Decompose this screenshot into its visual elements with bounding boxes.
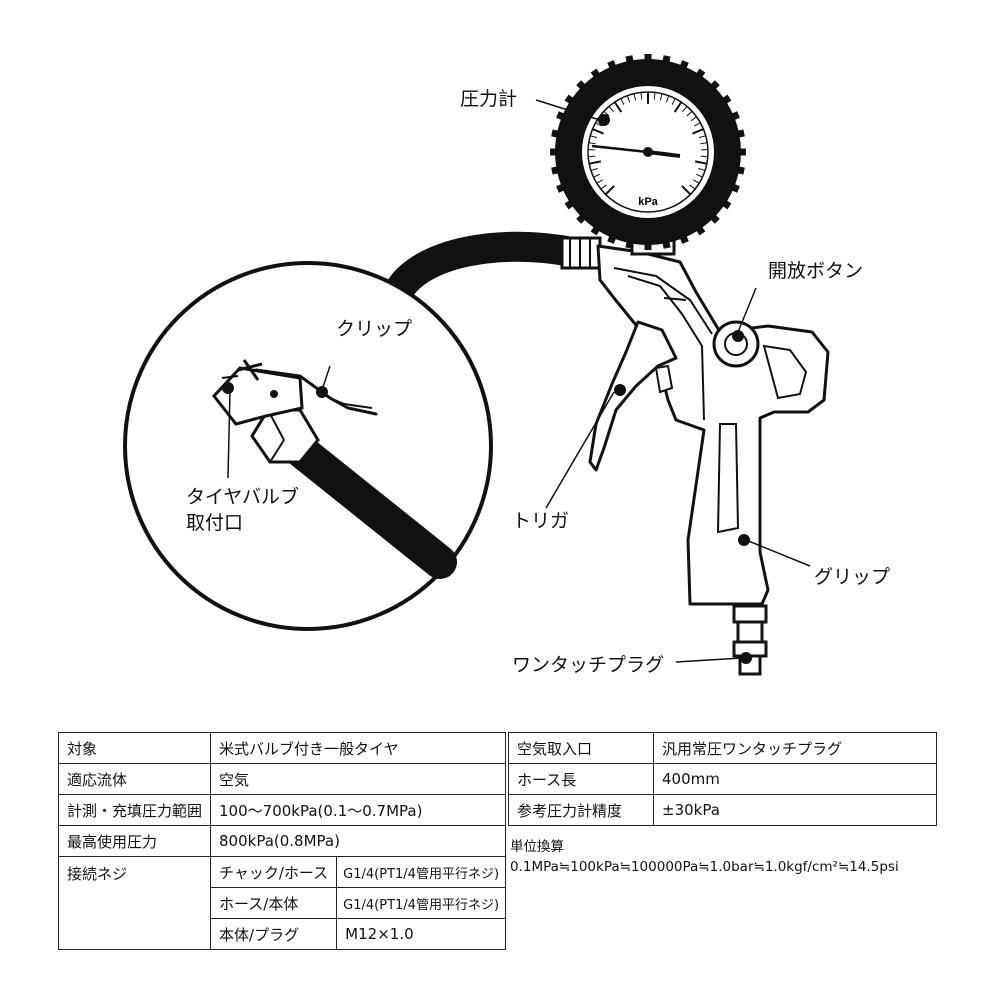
chuck-clip bbox=[237, 359, 378, 416]
callout-valve-fitting-line1: タイヤバルブ bbox=[186, 486, 300, 508]
dial-tick bbox=[590, 135, 598, 139]
callout-grip: グリップ bbox=[814, 566, 891, 588]
dial-tick bbox=[588, 160, 602, 165]
air-hose bbox=[383, 231, 587, 307]
valve-chuck bbox=[212, 366, 304, 426]
dial-tick bbox=[596, 179, 604, 184]
chuck-zoom-circle bbox=[123, 261, 493, 631]
dial-tick bbox=[592, 128, 605, 135]
dial-tick bbox=[690, 116, 697, 122]
spec-value: 800kPa(0.8MPa) bbox=[210, 825, 507, 857]
dial-tick bbox=[588, 155, 596, 158]
dial-tick bbox=[695, 173, 703, 178]
unit-conversion-formula: 0.1MPa≒100kPa≒100000Pa≒1.0bar≒1.0kgf/cm²… bbox=[510, 858, 899, 875]
dial-tick bbox=[595, 122, 603, 127]
callout-trigger: トリガ bbox=[512, 510, 570, 532]
spec-label: 参考圧力計精度 bbox=[508, 794, 654, 826]
dial-tick bbox=[593, 173, 601, 178]
dial-tick bbox=[698, 135, 706, 139]
callout-dots bbox=[222, 114, 752, 664]
thread-part: ホース/本体 bbox=[210, 887, 338, 919]
callout-leaders bbox=[227, 99, 811, 663]
dial-tick bbox=[653, 92, 656, 100]
dial-tick bbox=[626, 95, 631, 103]
dial-tick bbox=[640, 92, 643, 100]
spec-row: 対象 米式バルブ付き一般タイヤ bbox=[57, 732, 507, 764]
callout-release-button: 開放ボタン bbox=[768, 260, 864, 282]
spec-value: 400mm bbox=[653, 763, 937, 795]
dial-tick bbox=[694, 160, 708, 165]
spec-value: 汎用常圧ワンタッチプラグ bbox=[653, 732, 937, 764]
dial-tick bbox=[613, 101, 623, 113]
dial-tick bbox=[633, 93, 637, 101]
trigger bbox=[588, 320, 678, 472]
dial-tick bbox=[603, 110, 610, 117]
release-button bbox=[712, 320, 760, 368]
pressure-gauge: kPa bbox=[550, 54, 746, 250]
spec-label: 適応流体 bbox=[57, 763, 212, 795]
dial-tick bbox=[693, 122, 701, 127]
dial-tick bbox=[671, 98, 676, 106]
spec-value: 米式バルブ付き一般タイヤ bbox=[210, 732, 507, 764]
gauge-needle bbox=[591, 144, 649, 154]
spec-row: 本体/プラグ M12×1.0 bbox=[59, 918, 507, 950]
spec-value: 100〜700kPa(0.1〜0.7MPa) bbox=[210, 794, 507, 826]
dial-tick bbox=[673, 101, 683, 113]
thread-value: G1/4(PT1/4管用平行ネジ) bbox=[336, 887, 507, 919]
dial-tick bbox=[692, 179, 700, 184]
spec-row: ホース長 400mm bbox=[508, 763, 937, 795]
gauge-unit-label: kPa bbox=[638, 196, 658, 208]
spec-row: 適応流体 空気 bbox=[57, 763, 507, 795]
dial-tick bbox=[608, 106, 614, 113]
spec-table-right: 空気取入口 汎用常圧ワンタッチプラグ ホース長 400mm 参考圧力計精度 ±3… bbox=[508, 732, 937, 826]
dial-tick bbox=[604, 185, 615, 196]
spec-table-left: 対象 米式バルブ付き一般タイヤ 適応流体 空気 計測・充填圧力範囲 100〜70… bbox=[57, 732, 507, 950]
dial-tick bbox=[590, 167, 598, 172]
spec-row: 接続ネジ チャック/ホース G1/4(PT1/4管用平行ネジ) bbox=[57, 856, 507, 950]
thread-part: 本体/プラグ bbox=[210, 918, 338, 950]
dial-tick bbox=[686, 110, 693, 117]
dial-tick bbox=[691, 128, 704, 135]
spec-label: 接続ネジ bbox=[57, 856, 212, 950]
spec-label: 空気取入口 bbox=[508, 732, 654, 764]
tire-inflator-illustration: kPa bbox=[123, 54, 830, 676]
callout-pressure-gauge: 圧力計 bbox=[460, 88, 518, 110]
one-touch-plug bbox=[732, 604, 768, 676]
gauge-dial-ticks bbox=[588, 92, 708, 196]
thread-part: チャック/ホース bbox=[210, 856, 338, 888]
dial-tick bbox=[700, 142, 708, 145]
dial-tick bbox=[698, 167, 706, 172]
spec-label: ホース長 bbox=[508, 763, 654, 795]
callout-valve-fitting-line2: 取付口 bbox=[186, 512, 244, 534]
unit-conversion-title: 単位換算 bbox=[510, 839, 564, 855]
spec-row: 空気取入口 汎用常圧ワンタッチプラグ bbox=[508, 732, 937, 764]
dial-tick bbox=[681, 185, 692, 196]
spec-label: 対象 bbox=[57, 732, 212, 764]
spec-row: 参考圧力計精度 ±30kPa bbox=[508, 794, 937, 826]
spec-value: ±30kPa bbox=[653, 794, 937, 826]
spec-label: 最高使用圧力 bbox=[57, 825, 212, 857]
thread-value: M12×1.0 bbox=[336, 918, 507, 950]
dial-tick bbox=[700, 155, 708, 158]
spec-label: 計測・充填圧力範囲 bbox=[57, 794, 212, 826]
dial-tick bbox=[588, 142, 596, 145]
hose-fitting bbox=[560, 236, 602, 270]
spec-row: 最高使用圧力 800kPa(0.8MPa) bbox=[57, 825, 507, 857]
dial-tick bbox=[689, 184, 696, 190]
thread-value: G1/4(PT1/4管用平行ネジ) bbox=[336, 856, 507, 888]
dial-tick bbox=[665, 95, 670, 103]
callout-one-touch-plug: ワンタッチプラグ bbox=[512, 654, 665, 676]
dial-tick bbox=[682, 106, 688, 113]
dial-tick bbox=[659, 93, 663, 101]
dial-tick bbox=[620, 98, 625, 106]
spec-row: 計測・充填圧力範囲 100〜700kPa(0.1〜0.7MPa) bbox=[57, 794, 507, 826]
callout-clip: クリップ bbox=[336, 318, 413, 340]
chuck-hex-nut bbox=[250, 408, 320, 464]
unit-conversion: 単位換算 0.1MPa≒100kPa≒100000Pa≒1.0bar≒1.0kg… bbox=[510, 838, 899, 877]
spec-value: 空気 bbox=[210, 763, 507, 795]
dial-tick bbox=[600, 184, 607, 190]
